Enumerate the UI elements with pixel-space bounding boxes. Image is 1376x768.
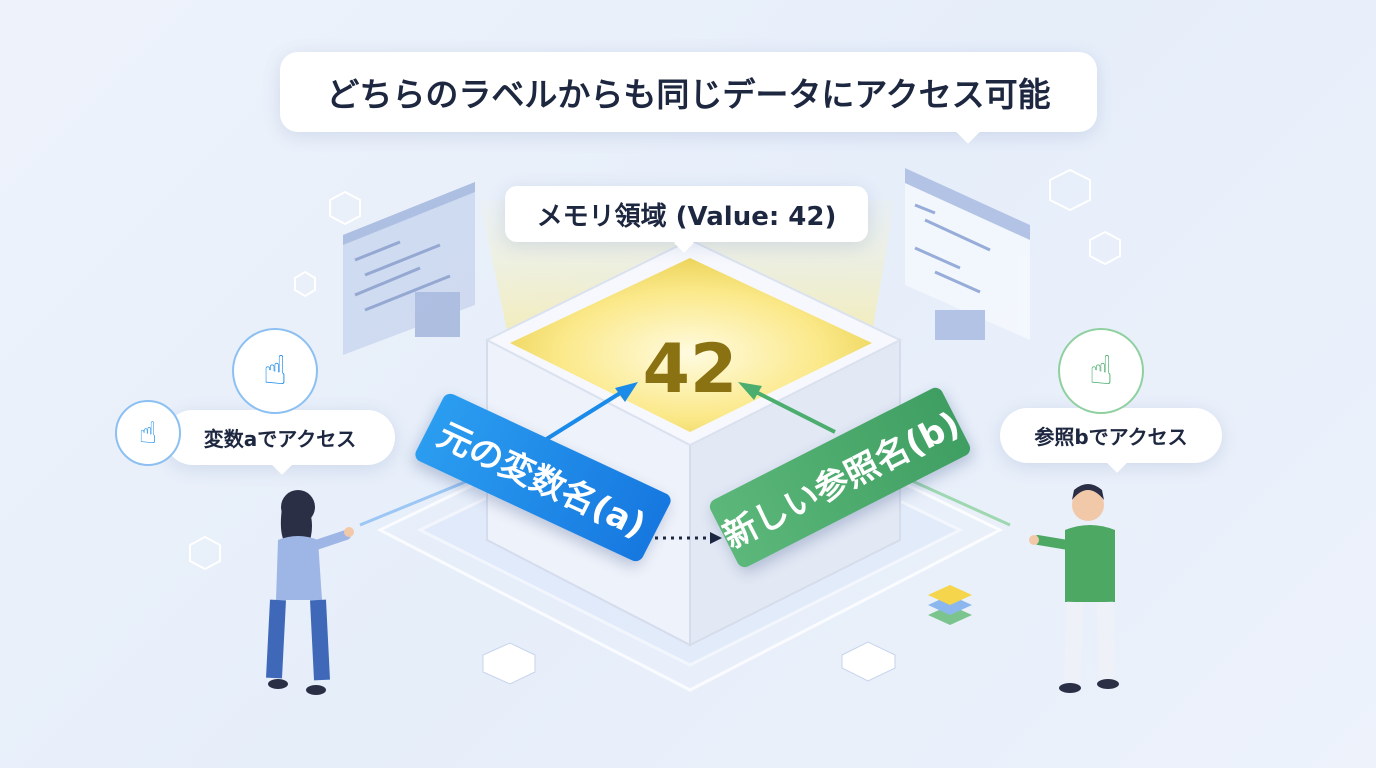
- memory-value-area: [510, 258, 872, 432]
- memory-label: メモリ領域 (Value: 42): [505, 186, 868, 253]
- layer-stack-icon: [928, 585, 972, 625]
- access-b-text: 参照bでアクセス: [1034, 425, 1188, 449]
- small-cube: [482, 642, 536, 685]
- tap-hand-icon: ☝: [115, 400, 181, 466]
- title-text: どちらのラベルからも同じデータにアクセス可能: [326, 75, 1051, 114]
- arrow-from-a: [543, 382, 638, 442]
- dotted-arrow: [655, 532, 722, 544]
- memory-label-text: メモリ領域 (Value: 42): [536, 201, 837, 232]
- tap-hand-icon: ☝: [1058, 328, 1144, 414]
- person-right: [1029, 484, 1119, 693]
- memory-value: 42: [642, 330, 738, 409]
- small-cube: [841, 641, 896, 682]
- code-window-left: [343, 182, 475, 355]
- access-a-text: 変数aでアクセス: [203, 427, 357, 451]
- connection-line: [909, 478, 1011, 527]
- code-window-right: [905, 168, 1030, 340]
- access-a-callout: 変数aでアクセス: [165, 410, 395, 475]
- hexagon-decorations: [189, 168, 1121, 571]
- title-callout: どちらのラベルからも同じデータにアクセス可能: [280, 52, 1097, 144]
- access-b-callout: 参照bでアクセス: [1000, 408, 1222, 473]
- tap-hand-icon: ☝: [232, 328, 318, 414]
- arrow-from-b: [738, 382, 836, 434]
- connection-line: [359, 478, 471, 527]
- person-left: [266, 490, 354, 695]
